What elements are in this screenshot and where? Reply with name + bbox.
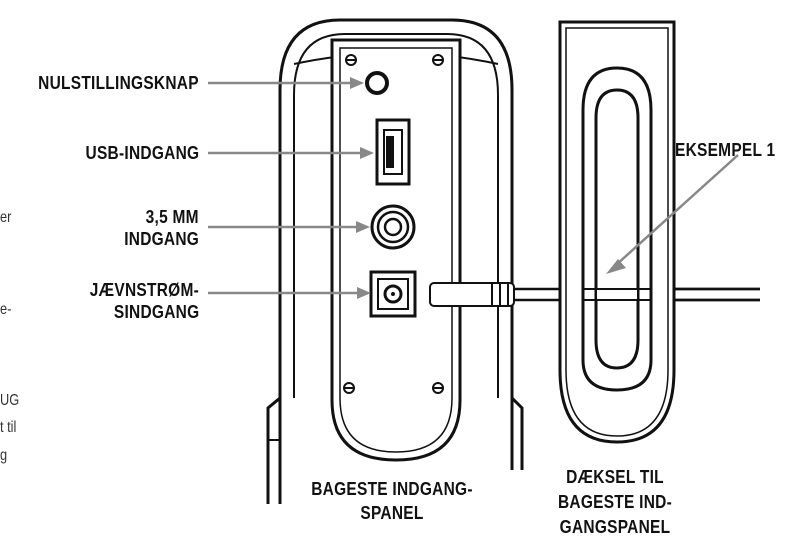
- label-dc-input-line1: JÆVNSTRØM-: [89, 280, 199, 300]
- label-cover-line2: BAGESTE IND-: [557, 492, 673, 512]
- cut-text-fragment: g: [0, 447, 8, 464]
- label-rear-panel-line2: SPANEL: [360, 503, 424, 523]
- cut-text-fragment: er: [0, 209, 12, 226]
- reset-button-graphic: [365, 71, 389, 95]
- panel-screw: [343, 54, 444, 394]
- arrow-example: [615, 154, 739, 266]
- cut-text-fragment: e-: [0, 301, 12, 318]
- rear-panel-cover: [558, 20, 676, 444]
- cut-text-fragment: UG: [0, 392, 20, 409]
- cut-text-fragment: t til: [0, 419, 17, 436]
- label-example: EKSEMPEL 1: [675, 140, 776, 160]
- audio-jack-graphic: [370, 204, 416, 250]
- rear-input-panel-inner: [339, 47, 453, 453]
- rear-input-panel: [330, 38, 462, 462]
- callout-arrows: [208, 77, 739, 299]
- label-audio-input-line1: 3,5 MM: [145, 207, 199, 227]
- label-rear-panel-line1: BAGESTE INDGANG-: [311, 479, 473, 499]
- label-cover-line1: DÆKSEL TIL: [566, 467, 664, 487]
- label-dc-input-line2: SINDGANG: [113, 302, 199, 322]
- usb-port-graphic: [375, 118, 411, 186]
- label-audio-input-line2: INDGANG: [124, 229, 199, 249]
- device-housing-outline: [266, 18, 524, 504]
- label-usb-input: USB-INDGANG: [85, 143, 199, 163]
- device-housing-inner: [293, 33, 499, 398]
- dc-jack-graphic: [369, 270, 417, 318]
- label-reset-button: NULSTILLINGSKNAP: [38, 73, 199, 93]
- label-cover-line3: GANGSPANEL: [559, 517, 671, 537]
